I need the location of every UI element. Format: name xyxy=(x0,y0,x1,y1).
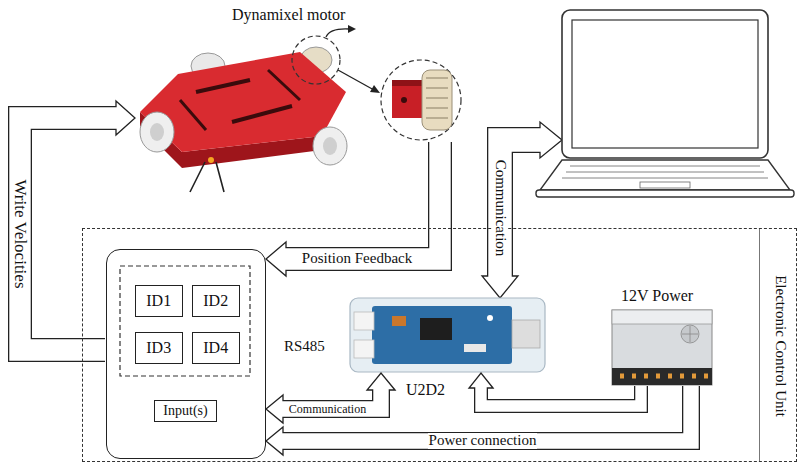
robot-illustration-part xyxy=(370,85,380,93)
u2d2-board-part xyxy=(512,320,540,348)
arrow-head xyxy=(266,395,283,423)
motor-zoom-part xyxy=(422,70,452,130)
motor-id: ID1 xyxy=(146,292,171,310)
callout-heading: Dynamixel motor xyxy=(232,6,345,24)
u2d2-board-part xyxy=(464,344,486,352)
hollow-arrow xyxy=(266,386,691,455)
power-supply-part xyxy=(612,368,712,385)
robot-illustration-part xyxy=(190,162,224,192)
arrow-outline xyxy=(481,386,641,406)
motor-id: ID2 xyxy=(203,292,228,310)
device-label: 12V Power xyxy=(621,287,693,305)
id-group-outline xyxy=(120,266,250,376)
u2d2-board-part xyxy=(354,340,374,358)
edge-label: Position Feedback xyxy=(301,251,413,267)
write-velocities-arrow-part xyxy=(20,118,116,350)
u2d2-board-part xyxy=(354,312,374,330)
motor-zoom-part xyxy=(392,80,424,86)
arrow-head xyxy=(266,427,283,455)
hollow-arrow xyxy=(266,142,440,276)
u2d2-device: U2D2 xyxy=(351,299,546,373)
motor-zoom-part xyxy=(401,97,407,103)
input-box: Input(s) xyxy=(154,400,216,422)
power-supply-part xyxy=(681,325,699,343)
u2d2-board-part xyxy=(350,298,545,372)
write-velocities-arrow-part xyxy=(20,118,118,350)
laptop-icon-part xyxy=(640,182,690,188)
hollow-arrow xyxy=(469,373,641,406)
robot-illustration-part xyxy=(292,36,340,84)
motor-id: ID4 xyxy=(203,339,228,357)
motor-zoom-part xyxy=(392,80,424,118)
robot-illustration-part xyxy=(338,70,374,90)
arrow-head xyxy=(367,373,395,390)
laptop-icon-part xyxy=(572,20,758,148)
laptop-icon-part xyxy=(562,166,768,178)
motor-callout: Dynamixel motor xyxy=(232,6,463,142)
motor-id-box: ID2 xyxy=(192,285,240,317)
motor-zoom-part xyxy=(426,78,448,118)
motor-id-box: ID4 xyxy=(192,332,240,364)
robot-illustration-part xyxy=(348,25,356,33)
power-supply-part xyxy=(612,310,712,324)
u2d2-board-part xyxy=(487,315,493,321)
motor-zoom xyxy=(381,60,461,140)
arrow-label: Communication xyxy=(493,158,508,259)
robot-illustration-part xyxy=(150,123,164,141)
motor-id-box: ID3 xyxy=(135,332,183,364)
control-unit-region: Electronic Control UnitInput(s) ID1 ID2ID3… xyxy=(82,228,797,462)
region-label: Electronic Control Unit xyxy=(773,275,788,417)
power-supply-part xyxy=(620,374,708,379)
robot-illustration-part xyxy=(323,137,337,155)
laptop-icon xyxy=(536,10,794,197)
region-band-line xyxy=(759,229,760,461)
u2d2-board-part xyxy=(372,306,512,364)
write-velocities-arrow xyxy=(20,101,135,350)
hollow-arrow xyxy=(266,373,395,423)
device-label: U2D2 xyxy=(406,381,445,399)
u2d2-board-part xyxy=(420,318,452,340)
edge-label: Power connection xyxy=(428,433,538,449)
power-supply-part xyxy=(682,326,698,342)
arrow-label: Write Velocities xyxy=(12,178,29,291)
port-label: RS485 xyxy=(284,338,325,355)
power-supply-device: 12V Power xyxy=(613,311,713,386)
robot-illustration-part xyxy=(232,106,292,122)
laptop-communication-arrow xyxy=(482,122,562,298)
robot-illustration-part xyxy=(208,157,214,163)
laptop-icon-part xyxy=(562,10,768,158)
robot-illustration-part xyxy=(326,29,349,37)
motor-id: ID3 xyxy=(146,339,171,357)
laptop-icon-part xyxy=(536,190,794,197)
robot-illustration-part xyxy=(140,112,174,152)
robot-illustration-part xyxy=(313,127,347,165)
edge-label: Communication xyxy=(288,403,367,416)
arrow-outline xyxy=(286,142,440,259)
arrow-head xyxy=(469,373,493,388)
robot-illustration-part xyxy=(196,80,250,92)
arrow-fill xyxy=(481,386,641,406)
u2d2-board-part xyxy=(392,316,406,326)
robot-illustration-part xyxy=(268,70,300,100)
motor-zoom-part xyxy=(381,60,461,140)
power-supply-part xyxy=(612,310,712,385)
laptop-communication-arrow-part xyxy=(482,276,518,298)
u2d2-board xyxy=(350,298,545,372)
robot-illustration-part xyxy=(180,100,206,130)
robot-illustration xyxy=(140,25,380,192)
arrow-head xyxy=(266,242,286,276)
power-supply xyxy=(612,310,712,385)
controller-box: Input(s) ID1 ID2ID3 ID4 xyxy=(106,249,266,459)
motor-id-box: ID1 xyxy=(135,285,183,317)
write-velocities-arrow-part xyxy=(116,101,135,135)
laptop-communication-arrow-part xyxy=(540,122,562,158)
arrow-fill xyxy=(285,142,441,259)
laptop-icon-part xyxy=(540,160,790,190)
